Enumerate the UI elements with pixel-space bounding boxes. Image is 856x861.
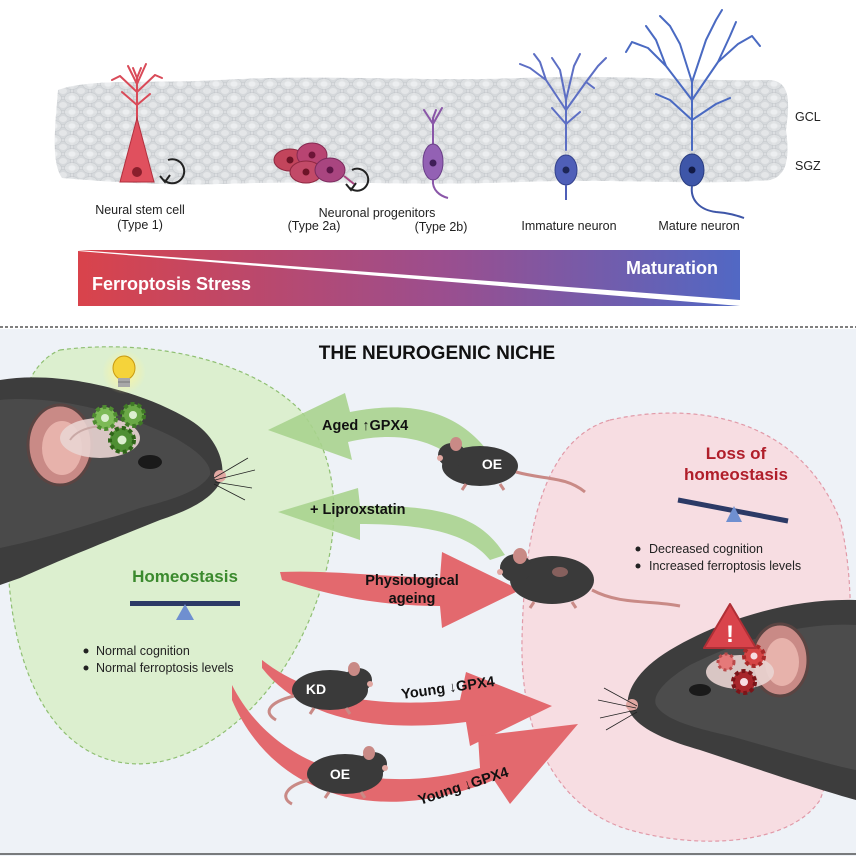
- aged-gpx4-label: Aged ↑GPX4: [322, 418, 408, 434]
- progenitors-label: Neuronal progenitors: [319, 206, 436, 220]
- healthy-mouse-head-icon: [0, 377, 256, 585]
- maturation-label: Maturation: [626, 258, 718, 278]
- niche-title: THE NEUROGENIC NICHE: [319, 343, 555, 364]
- impaired-mouse-head-icon: [597, 599, 856, 800]
- liproxstatin-arrow: + Liproxstatin: [278, 488, 505, 560]
- physiological-ageing-line1: Physiological: [365, 573, 458, 589]
- nsc-label-line1: Neural stem cell: [95, 203, 185, 217]
- ferroptosis-wedge: [78, 251, 740, 306]
- aged-gpx4-arrow: Aged ↑GPX4: [268, 393, 500, 470]
- oe-badge-bottom: OE: [330, 766, 350, 782]
- balanced-seesaw-icon: [130, 601, 240, 620]
- neural-stem-cell-icon: [111, 63, 186, 185]
- mature-neuron-label: Mature neuron: [658, 219, 739, 233]
- oe-badge-top: OE: [482, 456, 502, 472]
- kd-mouse-icon: KD: [267, 662, 373, 722]
- aged-mouse-icon: [497, 548, 681, 609]
- immature-neuron-label: Immature neuron: [521, 219, 616, 233]
- loss-title-line2: homeostasis: [684, 465, 788, 484]
- ferroptosis-maturation-gradient: Ferroptosis Stress Maturation: [78, 250, 740, 306]
- gcl-label: GCL: [795, 110, 821, 124]
- oe-mouse-bottom-icon: OE: [284, 746, 388, 806]
- tilted-seesaw-icon: [677, 497, 789, 524]
- kd-badge: KD: [306, 681, 326, 697]
- type-2a-label: (Type 2a): [288, 219, 341, 233]
- homeostasis-title: Homeostasis: [132, 567, 238, 586]
- liproxstatin-label: + Liproxstatin: [310, 502, 405, 518]
- broken-gear-icon: [716, 644, 766, 695]
- type-2b-progenitor-icon: [422, 107, 449, 199]
- oe-mouse-top-icon: OE: [437, 437, 586, 494]
- type-2b-label: (Type 2b): [415, 220, 468, 234]
- physiological-ageing-arrow: Physiological ageing: [280, 552, 520, 628]
- young-kd-gpx4-arrow: Young ↓GPX4: [262, 660, 552, 746]
- immature-neuron-icon: [519, 53, 607, 200]
- ferroptosis-stress-label: Ferroptosis Stress: [92, 274, 251, 294]
- physiological-ageing-line2: ageing: [389, 591, 436, 607]
- homeostasis-bullet-2: Normal ferroptosis levels: [96, 661, 234, 675]
- gear-icon: [92, 402, 146, 454]
- dentate-gyrus-panel: GCL SGZ: [54, 9, 821, 306]
- young-kd-gpx4-label: Young ↓GPX4: [400, 674, 495, 703]
- mature-neuron-icon: [625, 9, 761, 219]
- loss-bullet-2: Increased ferroptosis levels: [649, 559, 801, 573]
- lightbulb-icon: [102, 350, 146, 394]
- nsc-label-line2: (Type 1): [117, 218, 163, 232]
- type-2a-progenitor-icon: [273, 142, 370, 192]
- svg-text:!: !: [726, 621, 734, 648]
- sgz-label: SGZ: [795, 159, 821, 173]
- loss-bullet-1: Decreased cognition: [649, 542, 763, 556]
- homeostasis-bullet-1: Normal cognition: [96, 644, 190, 658]
- maturation-wedge: [78, 250, 740, 300]
- loss-title-line1: Loss of: [706, 444, 767, 463]
- warning-icon: !: [703, 603, 757, 649]
